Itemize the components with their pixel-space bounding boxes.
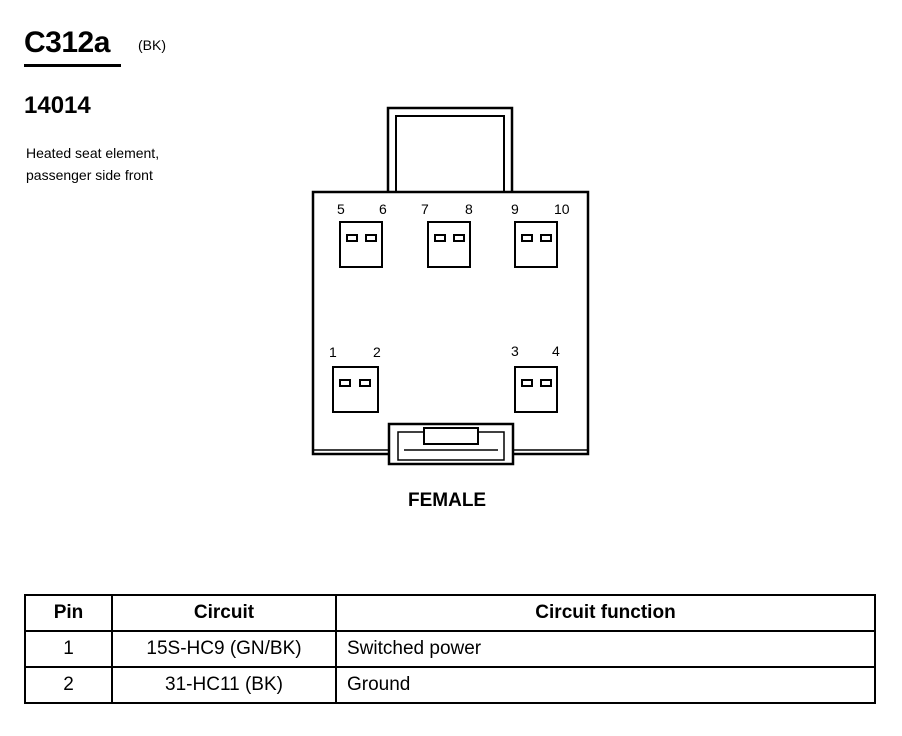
terminal-slot [540, 234, 552, 242]
terminal-slot [359, 379, 371, 387]
pin-cell: 1 [24, 630, 113, 668]
circuit-cell: 15S-HC9 (GN/BK) [111, 630, 337, 668]
pin-label-2: 2 [373, 344, 381, 360]
description: Heated seat element, passenger side fron… [26, 145, 160, 183]
terminal-slot [346, 234, 358, 242]
terminal-slot [339, 379, 351, 387]
table-row: 2 31-HC11 (BK) Ground [24, 666, 876, 704]
pin-label-4: 4 [552, 343, 560, 359]
pin-label-10: 10 [554, 201, 570, 217]
part-number: 14014 [24, 92, 91, 119]
pin-table: Pin Circuit Circuit function 1 15S-HC9 (… [24, 594, 876, 704]
circuit-cell: 31-HC11 (BK) [111, 666, 337, 704]
header-circuit-function: Circuit function [335, 594, 876, 632]
pin-label-5: 5 [337, 201, 345, 217]
cavity-5-6 [339, 221, 383, 268]
terminal-slot [365, 234, 377, 242]
function-cell: Switched power [335, 630, 876, 668]
cavity-1-2 [332, 366, 379, 413]
pin-label-6: 6 [379, 201, 387, 217]
pin-label-7: 7 [421, 201, 429, 217]
table-header-row: Pin Circuit Circuit function [24, 594, 876, 632]
cavity-7-8 [427, 221, 471, 268]
terminal-slot [434, 234, 446, 242]
connector-color: (BK) [138, 37, 166, 53]
terminal-slot [521, 234, 533, 242]
pin-label-9: 9 [511, 201, 519, 217]
connector-latch [387, 422, 515, 466]
pin-cell: 2 [24, 666, 113, 704]
view-label: FEMALE [408, 490, 487, 511]
pin-label-1: 1 [329, 344, 337, 360]
terminal-slot [521, 379, 533, 387]
connector-diagram: 5 6 7 8 9 10 1 2 3 4 [311, 106, 590, 466]
terminal-slot [453, 234, 465, 242]
pin-label-8: 8 [465, 201, 473, 217]
header-circuit: Circuit [111, 594, 337, 632]
table-row: 1 15S-HC9 (GN/BK) Switched power [24, 630, 876, 668]
connector-top-tab [386, 106, 514, 196]
pin-label-3: 3 [511, 343, 519, 359]
header-pin: Pin [24, 594, 113, 632]
terminal-slot [540, 379, 552, 387]
title-underline [24, 64, 121, 67]
connector-id: C312a [24, 26, 110, 59]
cavity-9-10 [514, 221, 558, 268]
cavity-3-4 [514, 366, 558, 413]
function-cell: Ground [335, 666, 876, 704]
